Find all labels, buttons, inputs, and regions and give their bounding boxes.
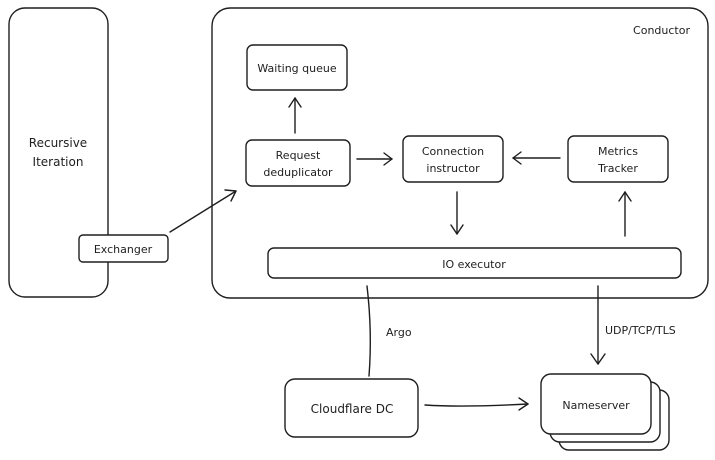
metrics-tracker-label-line1: Metrics [598,145,638,158]
arrow-io-to-nameserver: UDP/TCP/TLS [590,285,676,365]
arrow-metrics-to-connection-instructor [512,151,561,165]
arrow-deduplicator-to-connection-instructor [356,152,393,166]
recursive-iteration-label-line1: Recursive [29,136,87,150]
arrow-io-to-metrics [618,191,632,237]
nameserver-card-front [540,373,652,435]
io-executor-node: IO executor [267,247,682,279]
request-deduplicator-label-line2: deduplicator [263,166,333,179]
metrics-tracker-node: Metrics Tracker [567,135,669,183]
cloudflare-dc-label: Cloudflare DC [311,402,394,416]
nameserver-stack: Nameserver [540,373,670,451]
protocols-label: UDP/TCP/TLS [605,324,676,337]
connection-instructor-label-line1: Connection [422,145,484,158]
request-deduplicator-label-line1: Request [276,149,321,162]
metrics-tracker-label-line2: Tracker [597,162,638,175]
argo-label: Argo [386,326,412,339]
waiting-queue-node: Waiting queue [246,44,348,91]
recursive-iteration-node: Recursive Iteration [8,7,109,298]
arrow-exchanger-to-deduplicator [169,189,237,233]
waiting-queue-label: Waiting queue [257,62,336,75]
nameserver-label: Nameserver [562,399,630,412]
arrow-cloudflare-to-nameserver [424,397,529,411]
arrow-connection-instructor-to-io [450,191,464,235]
exchanger-node: Exchanger [78,234,169,263]
arrow-deduplicator-to-waiting-queue [288,97,302,134]
argo-link: Argo [366,285,412,377]
exchanger-label: Exchanger [94,243,153,256]
recursive-iteration-label-line2: Iteration [33,155,84,169]
conductor-label: Conductor [633,24,690,37]
cloudflare-dc-node: Cloudflare DC [284,378,419,438]
request-deduplicator-node: Request deduplicator [245,139,351,187]
connection-instructor-node: Connection instructor [402,135,504,183]
connection-instructor-label-line2: instructor [426,162,480,175]
io-executor-label: IO executor [442,258,506,271]
